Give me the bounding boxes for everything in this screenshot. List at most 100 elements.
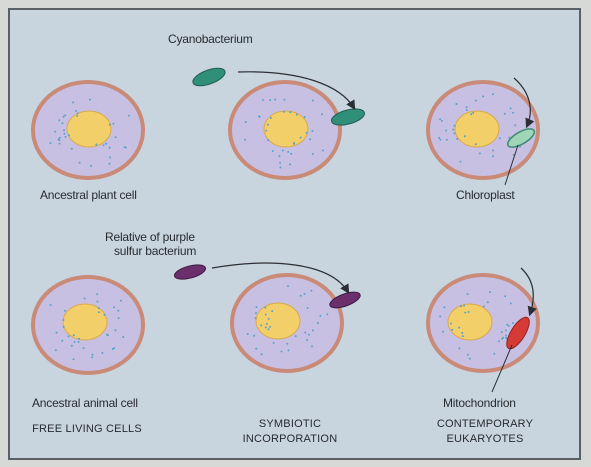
- caption-contemporary-line1: CONTEMPORARY: [420, 417, 550, 431]
- cytoplasm-dot: [512, 112, 514, 114]
- cytoplasm-dot: [459, 161, 461, 163]
- cytoplasm-dot: [300, 137, 302, 139]
- cytoplasm-dot: [458, 347, 460, 349]
- label-cyanobacterium: Cyanobacterium: [168, 32, 253, 46]
- cytoplasm-dot: [117, 310, 119, 312]
- cytoplasm-dot: [63, 116, 65, 118]
- cytoplasm-dot: [64, 310, 66, 312]
- cytoplasm-dot: [272, 150, 274, 152]
- cytoplasm-dot: [244, 139, 246, 141]
- cytoplasm-dot: [482, 95, 484, 97]
- cytoplasm-dot: [118, 317, 120, 319]
- cytoplasm-dot: [479, 152, 481, 154]
- cytoplasm-dot: [311, 130, 313, 132]
- cytoplasm-dot: [453, 125, 455, 127]
- cytoplasm-dot: [312, 153, 314, 155]
- cytoplasm-dot: [283, 111, 285, 113]
- cytoplasm-dot: [293, 142, 295, 144]
- cytoplasm-dot: [466, 106, 468, 108]
- cell-ancestral-animal: [33, 277, 143, 373]
- cytoplasm-dot: [506, 324, 508, 326]
- cytoplasm-dot: [109, 156, 111, 158]
- cytoplasm-dot: [514, 124, 516, 126]
- cytoplasm-dot: [71, 148, 73, 150]
- cytoplasm-dot: [64, 114, 66, 116]
- caption-contemporary-line2: EUKARYOTES: [420, 432, 550, 446]
- cytoplasm-dot: [269, 99, 271, 101]
- cytoplasm-dot: [504, 295, 506, 297]
- cytoplasm-dot: [112, 123, 114, 125]
- cytoplasm-dot: [89, 99, 91, 101]
- cytoplasm-dot: [75, 110, 77, 112]
- cytoplasm-dot: [76, 115, 78, 117]
- cytoplasm-dot: [489, 291, 491, 293]
- cytoplasm-dot: [55, 349, 57, 351]
- cytoplasm-dot: [501, 331, 503, 333]
- cytoplasm-dot: [461, 332, 463, 334]
- cytoplasm-dot: [308, 334, 310, 336]
- cytoplasm-dot: [300, 295, 302, 297]
- cytoplasm-dot: [452, 129, 454, 131]
- cytoplasm-dot: [472, 112, 474, 114]
- cytoplasm-dot: [266, 323, 268, 325]
- cytoplasm-dot: [128, 115, 130, 117]
- cytoplasm-dot: [268, 318, 270, 320]
- cytoplasm-dot: [505, 335, 507, 337]
- caption-free-living-cells: FREE LIVING CELLS: [22, 422, 152, 436]
- label-chloroplast: Chloroplast: [456, 188, 515, 202]
- cytoplasm-dot: [264, 307, 266, 309]
- cytoplasm-dot: [290, 153, 292, 155]
- cytoplasm-dot: [61, 340, 63, 342]
- nucleus: [63, 304, 107, 340]
- cytoplasm-dot: [487, 301, 489, 303]
- cytoplasm-dot: [91, 356, 93, 358]
- engulfed-purple-bacterium: [328, 289, 362, 311]
- cytoplasm-dot: [283, 99, 285, 101]
- cytoplasm-dot: [73, 334, 75, 336]
- cytoplasm-dot: [441, 120, 443, 122]
- label-purple-bacterium-line2: sulfur bacterium: [114, 244, 196, 258]
- cytoplasm-dot: [306, 339, 308, 341]
- cytoplasm-dot: [467, 293, 469, 295]
- cytoplasm-dot: [322, 150, 324, 152]
- cytoplasm-dot: [58, 139, 60, 141]
- cytoplasm-dot: [289, 111, 291, 113]
- cytoplasm-dot: [261, 353, 263, 355]
- cytoplasm-dot: [78, 341, 80, 343]
- cytoplasm-dot: [58, 119, 60, 121]
- cytoplasm-dot: [65, 136, 67, 138]
- cytoplasm-dot: [265, 130, 267, 132]
- cytoplasm-dot: [504, 113, 506, 115]
- cytoplasm-dot: [442, 331, 444, 333]
- cytoplasm-dot: [321, 113, 323, 115]
- cytoplasm-dot: [265, 326, 267, 328]
- cytoplasm-dot: [453, 132, 455, 134]
- cytoplasm-dot: [273, 342, 275, 344]
- cytoplasm-dot: [270, 117, 272, 119]
- cytoplasm-dot: [84, 298, 86, 300]
- cytoplasm-dot: [455, 103, 457, 105]
- cytoplasm-dot: [439, 139, 441, 141]
- cytoplasm-dot: [438, 137, 440, 139]
- caption-symbiotic-line2: INCORPORATION: [225, 432, 355, 446]
- cytoplasm-dot: [247, 333, 249, 335]
- cytoplasm-dot: [312, 100, 314, 102]
- cytoplasm-dot: [464, 135, 466, 137]
- cytoplasm-dot: [326, 313, 328, 315]
- cytoplasm-dot: [62, 122, 64, 124]
- cytoplasm-dot: [115, 329, 117, 331]
- label-ancestral-plant-cell: Ancestral plant cell: [40, 188, 137, 202]
- cytoplasm-dot: [104, 314, 106, 316]
- cytoplasm-dot: [91, 354, 93, 356]
- cytoplasm-dot: [282, 150, 284, 152]
- cytoplasm-dot: [450, 323, 452, 325]
- cytoplasm-dot: [258, 115, 260, 117]
- cytoplasm-dot: [463, 305, 465, 307]
- cytoplasm-dot: [512, 322, 514, 324]
- cytoplasm-dot: [90, 165, 92, 167]
- cytoplasm-dot: [502, 337, 504, 339]
- cytoplasm-dot: [295, 335, 297, 337]
- cytoplasm-dot: [95, 144, 97, 146]
- cell-symbiotic-animal: [232, 275, 342, 371]
